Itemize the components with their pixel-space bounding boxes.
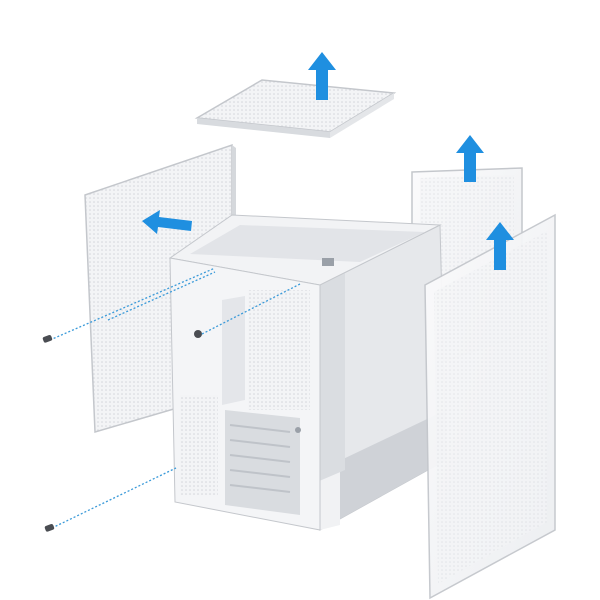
screw-icon [42, 335, 55, 532]
screw-guides [49, 267, 301, 529]
arrow-up-icon [456, 135, 484, 182]
case-chassis [168, 214, 447, 531]
arrow-up-icon [308, 52, 336, 100]
arrow-left-icon [142, 210, 192, 234]
top-panel [194, 79, 397, 138]
arrow-up-icon [486, 222, 514, 270]
front-right-panel [424, 213, 556, 600]
